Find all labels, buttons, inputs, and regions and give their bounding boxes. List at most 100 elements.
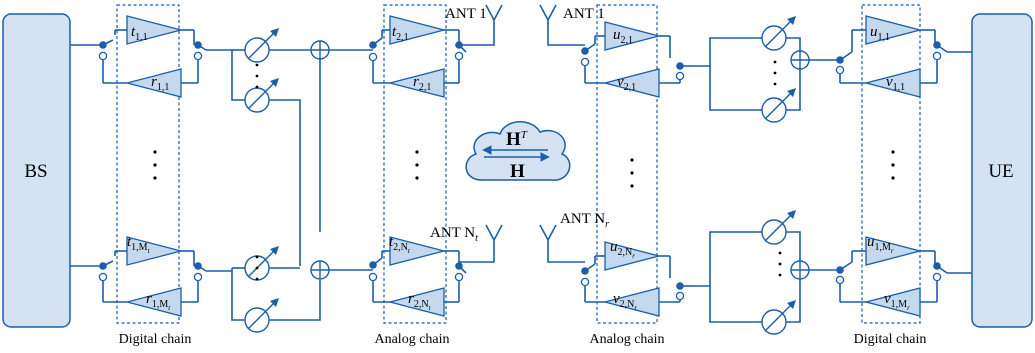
- amplifier-rx: [124, 68, 182, 98]
- amplifier-rx: [602, 287, 660, 317]
- antenna-tx-top-icon: [459, 4, 503, 46]
- amplifier-rx: [387, 287, 445, 317]
- antenna-rx-top-label: ANT 1: [563, 6, 605, 22]
- switch-node: [194, 41, 202, 49]
- digital-chain-right-label: Digital chain: [854, 332, 927, 347]
- amp-label-u11: u1,1: [870, 24, 890, 43]
- wire: [690, 231, 762, 287]
- switch-contact: [932, 51, 942, 61]
- amp-label-r11: r1,1: [151, 74, 169, 93]
- channel-ht-label: HT: [506, 129, 528, 150]
- wire: [786, 231, 801, 262]
- bs-label: BS: [24, 161, 47, 182]
- switch-contact: [454, 272, 464, 282]
- amplifier-tx: [126, 15, 184, 45]
- channel-cloud-icon: [465, 121, 571, 181]
- wire: [269, 99, 301, 266]
- wire: [786, 69, 801, 111]
- switch-contact: [675, 71, 685, 81]
- components: [98, 15, 942, 335]
- phase-shifter-arrowhead: [270, 28, 279, 37]
- switch-contact: [675, 291, 685, 301]
- switch-node: [933, 262, 941, 270]
- ue-block: [971, 13, 1033, 328]
- phase-shifter-arrowhead: [787, 88, 796, 97]
- amp-label-t11: t1,1: [131, 24, 148, 43]
- amp-label-t1mt: t1,Mt: [127, 234, 151, 255]
- amp-label-r2nt: r2,Nt: [408, 291, 432, 312]
- amp-label-v1mr: v1,Mr: [884, 291, 910, 312]
- amplifier-tx: [389, 236, 447, 266]
- digital-chain-right-frame: [861, 4, 921, 324]
- amp-label-u21: u2,1: [613, 27, 633, 46]
- analog-chain-right-frame: [596, 4, 658, 324]
- phase-shifter-slash: [247, 90, 267, 110]
- analog-chain-left-label: Analog chain: [374, 332, 449, 347]
- switch-contact: [580, 277, 590, 287]
- phase-shifter-arrowhead: [787, 16, 796, 25]
- amplifier-rx: [863, 68, 921, 98]
- switch-contact: [454, 51, 464, 61]
- amplifier-tx: [865, 236, 923, 266]
- amp-label-v11: v1,1: [886, 74, 905, 93]
- wire: [786, 279, 801, 323]
- wire: [231, 268, 245, 321]
- phase-shifter-slash: [764, 100, 784, 120]
- switch-node: [99, 262, 107, 270]
- switch-contact: [835, 275, 845, 285]
- phase-shifter-slash: [247, 40, 267, 60]
- phase-shifter-arrowhead: [270, 78, 279, 87]
- switch-contact: [835, 65, 845, 75]
- switch-node: [581, 267, 589, 275]
- wire: [786, 37, 801, 55]
- digital-chain-left-label: Digital chain: [119, 332, 192, 347]
- wire: [709, 286, 762, 323]
- switch-node: [369, 41, 377, 49]
- amplifier-tx: [126, 236, 184, 266]
- amp-label-r1mt: r1,Mt: [146, 291, 171, 312]
- analog-chain-right-label: Analog chain: [589, 332, 664, 347]
- phase-shifter-arrowhead: [270, 298, 279, 307]
- wire: [269, 280, 321, 321]
- amp-label-t2nt: t2,Nt: [389, 234, 411, 255]
- antenna-rx-bottom-icon: [539, 224, 585, 263]
- switch-contact: [368, 52, 378, 62]
- wire: [269, 49, 321, 232]
- amplifier-tx: [865, 15, 923, 45]
- amplifier-rx: [124, 287, 182, 317]
- phase-shifter-arrowhead: [787, 300, 796, 309]
- antenna-rx-bottom-label: ANT Nr: [560, 211, 609, 230]
- digital-chain-left-frame: [116, 4, 180, 324]
- switch-contact: [580, 57, 590, 67]
- amplifier-rx: [863, 287, 921, 317]
- switch-node: [836, 56, 844, 64]
- amp-label-u2nr: u2,Nr: [610, 239, 635, 260]
- switch-node: [676, 282, 684, 290]
- analog-chain-left-frame: [383, 4, 447, 324]
- phase-shifter-arrowhead: [270, 246, 279, 255]
- switch-contact: [98, 51, 108, 61]
- switch-node: [836, 266, 844, 274]
- switch-contact: [368, 272, 378, 282]
- phase-shifter-slash: [764, 312, 784, 332]
- switch-contact: [98, 272, 108, 282]
- switch-node: [676, 62, 684, 70]
- amp-label-u1mr: u1,Mr: [867, 234, 894, 255]
- ellipsis-marks: [153, 60, 895, 281]
- switch-node: [581, 47, 589, 55]
- switch-contact: [193, 51, 203, 61]
- phase-shifter-arrowhead: [787, 210, 796, 219]
- antenna-rx-top-icon: [539, 4, 585, 46]
- amp-labels: t1,1 r1,1 t1,Mt r1,Mt t2,1 r2,1 t2,Nt r2…: [127, 24, 910, 312]
- switch-contact: [193, 272, 203, 282]
- antenna-tx-bottom-label: ANT Nt: [430, 225, 478, 244]
- switch-node: [455, 262, 463, 270]
- amp-label-v21: v2,1: [617, 74, 636, 93]
- amp-label-t21: t2,1: [392, 24, 409, 43]
- antenna-tx-bottom-icon: [459, 224, 503, 263]
- amp-label-r21: r2,1: [413, 74, 431, 93]
- wire: [690, 37, 762, 67]
- switch-node: [369, 261, 377, 269]
- wire: [709, 66, 762, 111]
